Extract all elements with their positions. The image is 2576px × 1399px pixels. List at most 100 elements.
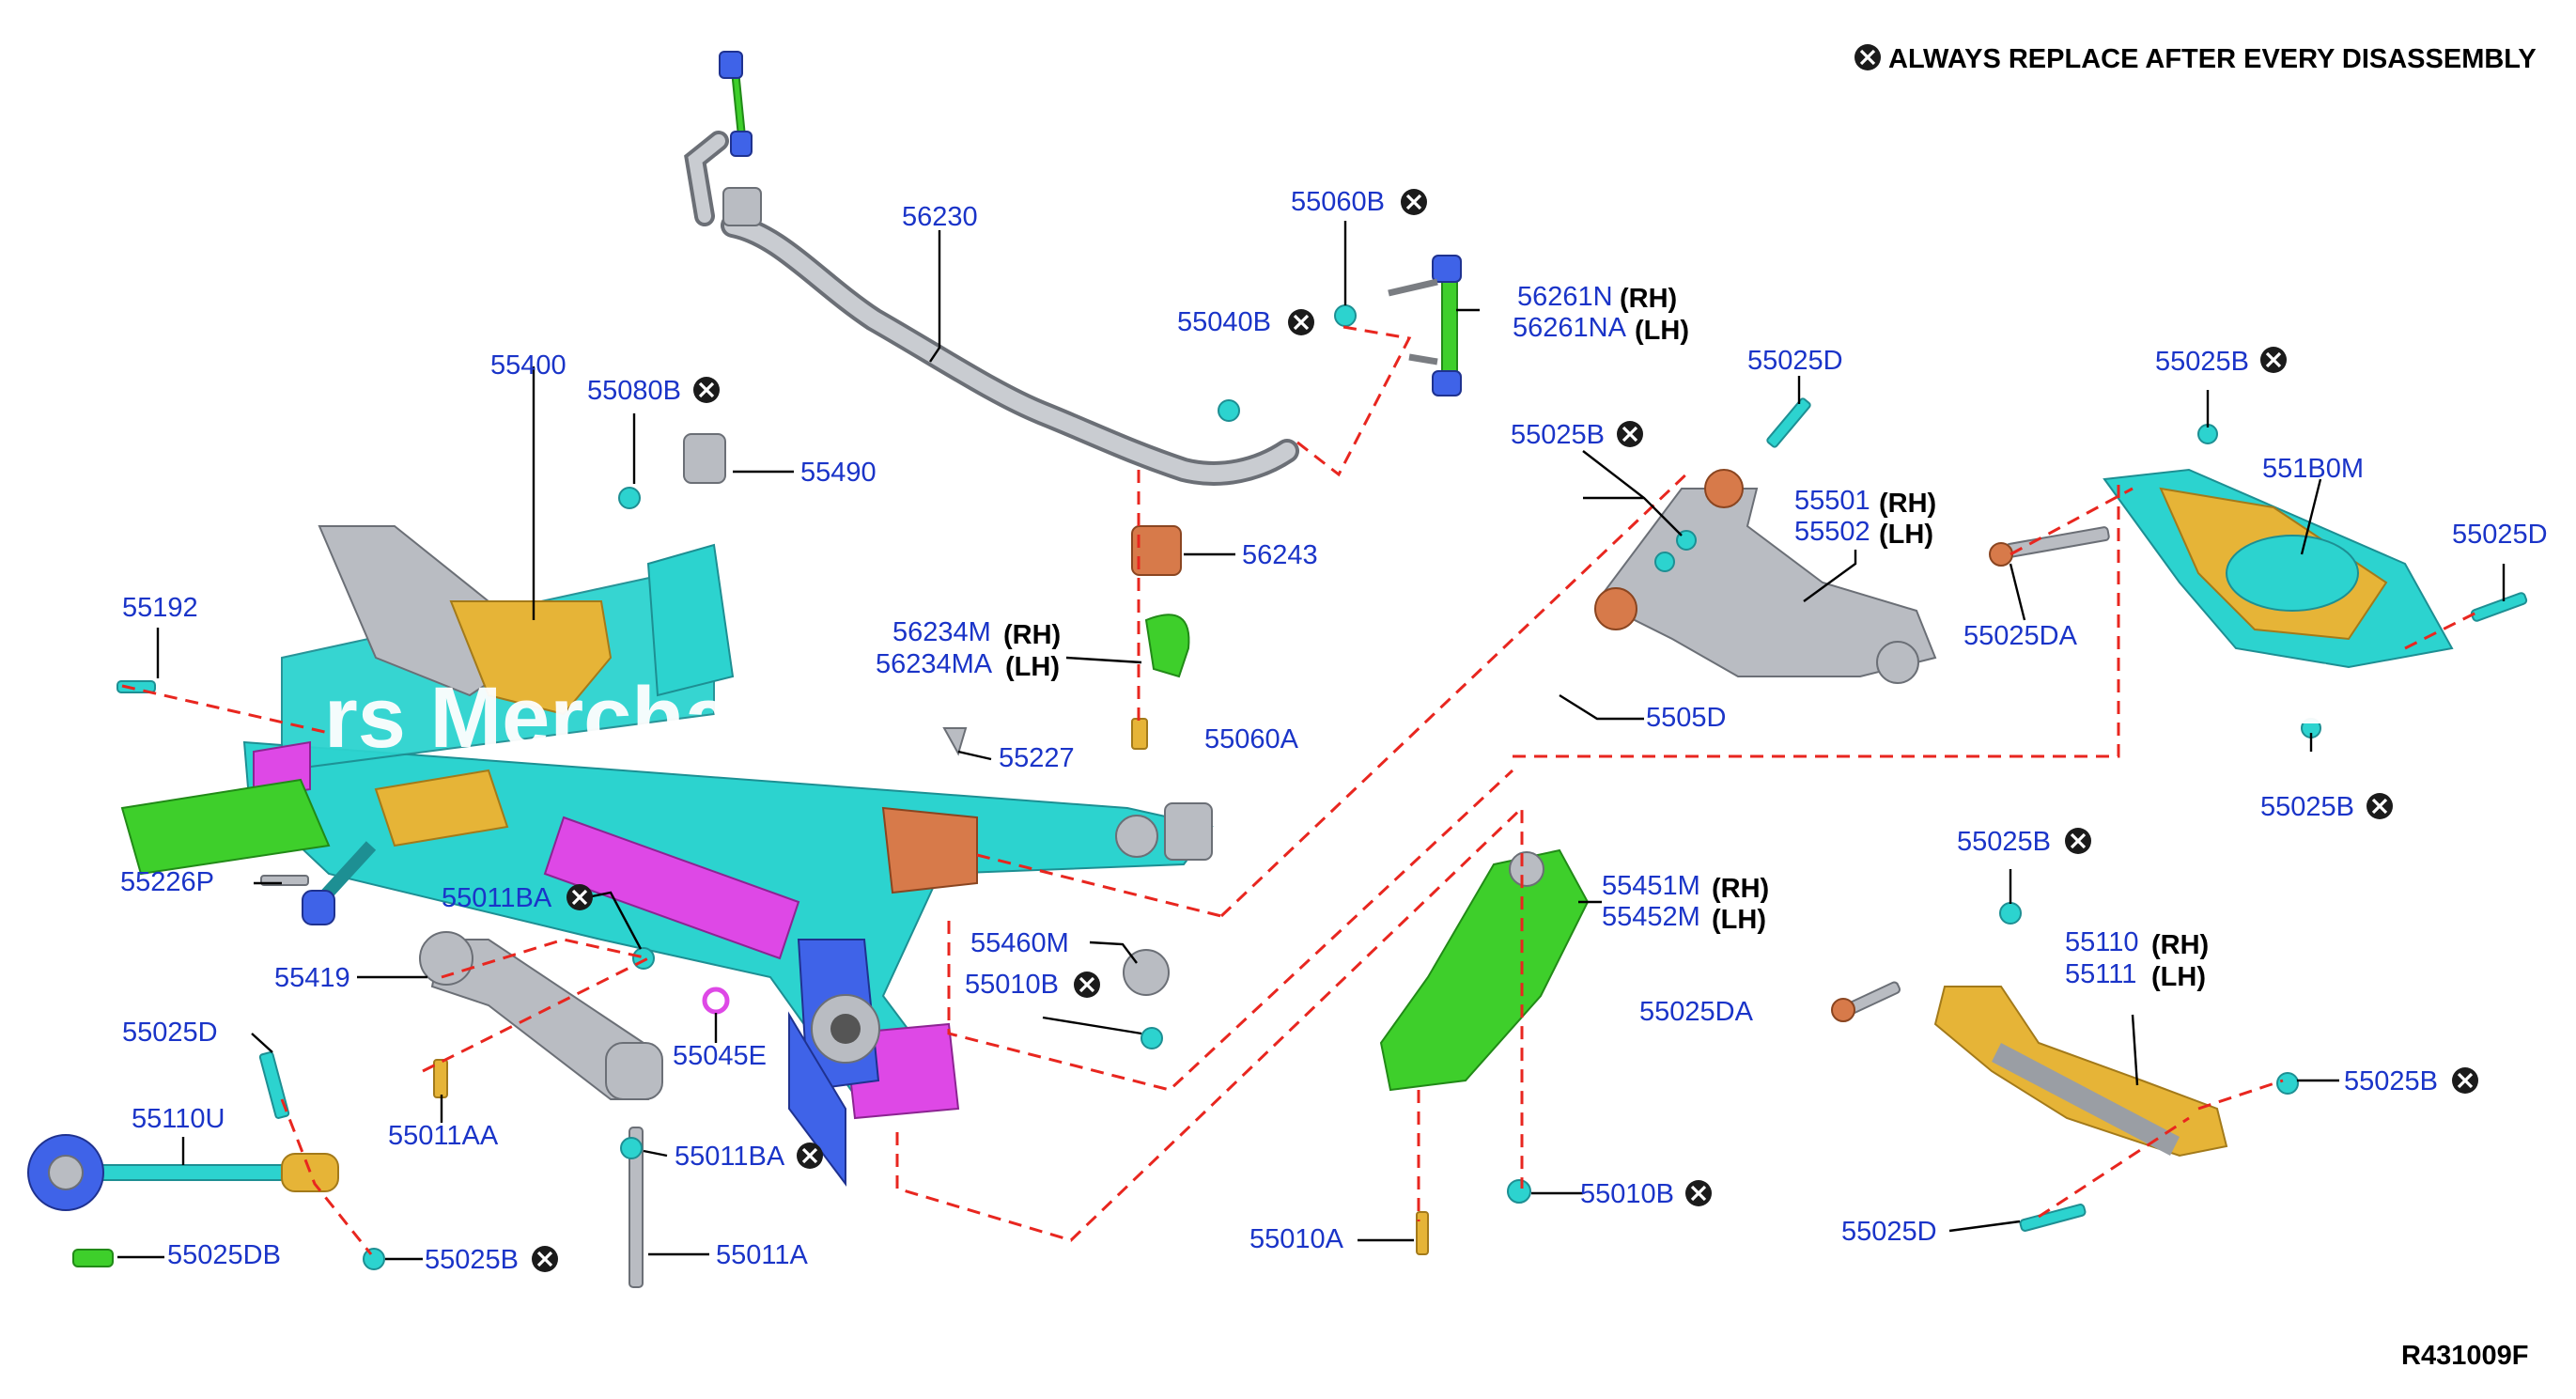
circle-x-icon: [691, 375, 722, 405]
bushing-55490: [683, 433, 726, 484]
label-55025B-e: 55025B: [2344, 1066, 2438, 1096]
label-55110-side: (RH): [2151, 930, 2209, 960]
label-55502-side: (LH): [1879, 520, 1933, 550]
label-55025B-c: 55025B: [2260, 792, 2354, 822]
bolt-55192: [116, 680, 156, 693]
label-55025D-b: 55025D: [2452, 520, 2548, 550]
nut-55025B-f: [363, 1248, 385, 1270]
clamp-56234M: [1144, 614, 1190, 678]
nut-55010B-b: [1507, 1179, 1531, 1204]
label-55110U: 55110U: [132, 1104, 225, 1134]
watermark-left: rs Merchai: [324, 670, 756, 766]
circle-x-icon: [2450, 1065, 2480, 1096]
label-55452M-side: (LH): [1712, 905, 1766, 935]
label-56230: 56230: [902, 202, 978, 232]
label-56261NA: 56261NA: [1513, 313, 1627, 343]
label-55011BA-b: 55011BA: [675, 1142, 785, 1172]
label-56261N: 56261N: [1517, 282, 1613, 312]
label-55501: 55501: [1794, 486, 1870, 516]
label-55060A: 55060A: [1204, 724, 1299, 754]
label-56234M: 56234M: [892, 617, 991, 647]
label-55501-side: (RH): [1879, 489, 1936, 519]
label-56234MA: 56234MA: [876, 649, 993, 679]
label-55025B-a: 55025B: [1511, 420, 1605, 450]
nut-55040B: [1218, 399, 1240, 422]
leader-lines: [117, 221, 2506, 1261]
stabilizer-bar: [684, 131, 1299, 486]
circle-x-icon: [2258, 345, 2289, 375]
bolt-55025D-d: [2019, 1204, 2087, 1232]
label-55451M: 55451M: [1602, 871, 1700, 901]
label-55045E: 55045E: [673, 1041, 767, 1071]
label-55460M: 55460M: [970, 928, 1069, 958]
bracket-55227: [942, 727, 968, 756]
circle-x-icon: [1853, 42, 1883, 72]
lower-link-55110U: [27, 1134, 339, 1211]
circle-x-icon: [530, 1244, 560, 1274]
label-55400: 55400: [490, 350, 566, 381]
label-55110: 55110: [2065, 927, 2139, 957]
label-55010B-b: 55010B: [1580, 1179, 1674, 1209]
label-55452M: 55452M: [1602, 902, 1700, 932]
nut-55060B: [1334, 304, 1357, 327]
link-551B0M: [2103, 468, 2454, 669]
bushing-56243: [1131, 525, 1182, 576]
dashed-connectors: [121, 325, 2481, 1255]
circle-x-icon: [1399, 187, 1429, 217]
label-56261NA-side: (LH): [1635, 316, 1689, 346]
label-56234MA-side: (LH): [1005, 652, 1060, 682]
bolt-55010A: [1416, 1211, 1429, 1255]
bolt-55011A: [628, 1127, 644, 1288]
label-5505D: 5505D: [1646, 703, 1726, 733]
label-55025DA-b: 55025DA: [1639, 997, 1754, 1027]
lower-link-55110: [1933, 986, 2228, 1158]
bolt-55025DA-a: [2005, 526, 2110, 558]
nut-55010B-a: [1141, 1027, 1163, 1049]
label-55011A: 55011A: [716, 1240, 808, 1270]
nut-55025B-e: [2276, 1072, 2299, 1095]
label-55025DA-a: 55025DA: [1963, 621, 2078, 651]
circle-x-icon: [2063, 826, 2093, 856]
label-55025D-d: 55025D: [1841, 1217, 1937, 1247]
label-56243: 56243: [1242, 540, 1318, 570]
bolt-55025D-top: [1766, 397, 1811, 448]
circle-x-icon: [1072, 970, 1102, 1000]
label-55010B-a: 55010B: [965, 970, 1059, 1000]
circle-x-icon: [1615, 419, 1645, 449]
nut-55025B-d: [1999, 902, 2022, 925]
watermark-right: E S A: [2273, 646, 2496, 742]
bolt-55025DB: [72, 1249, 114, 1267]
label-55111-side: (LH): [2151, 962, 2206, 992]
label-55226P: 55226P: [120, 867, 214, 897]
label-55025DB: 55025DB: [167, 1240, 281, 1270]
label-56261N-side: (RH): [1620, 284, 1677, 314]
bolt-55025D-b: [2470, 592, 2528, 622]
bolt-head-55025DA-a: [1989, 542, 2013, 567]
circle-x-icon: [1286, 307, 1316, 337]
label-55011BA-a: 55011BA: [442, 883, 552, 913]
label-55025B-f: 55025B: [425, 1245, 519, 1275]
label-55060B: 55060B: [1291, 187, 1385, 217]
stabilizer-connecting-rod: [1388, 255, 1462, 396]
label-55025B-b: 55025B: [2155, 347, 2249, 377]
label-55111: 55111: [2065, 959, 2136, 989]
label-55419: 55419: [274, 963, 350, 993]
circle-x-icon: [2365, 791, 2395, 821]
knuckle-left: [120, 525, 613, 876]
label-55080B: 55080B: [587, 376, 681, 406]
circle-x-icon: [565, 882, 595, 912]
arm-55419: [419, 931, 663, 1100]
replace-note: ALWAYS REPLACE AFTER EVERY DISASSEMBLY: [1888, 44, 2537, 74]
label-55025B-d: 55025B: [1957, 827, 2051, 857]
link-55226P: [302, 841, 377, 925]
nut-55080B: [618, 487, 641, 509]
label-55040B: 55040B: [1177, 307, 1271, 337]
label-55502: 55502: [1794, 517, 1870, 547]
label-55490: 55490: [800, 458, 877, 488]
circle-x-icon: [795, 1141, 825, 1171]
label-55025D-a: 55025D: [1747, 346, 1843, 376]
circle-x-icon: [1684, 1178, 1714, 1208]
lower-arm-55451M: [1379, 848, 1590, 1092]
label-55192: 55192: [122, 593, 198, 623]
